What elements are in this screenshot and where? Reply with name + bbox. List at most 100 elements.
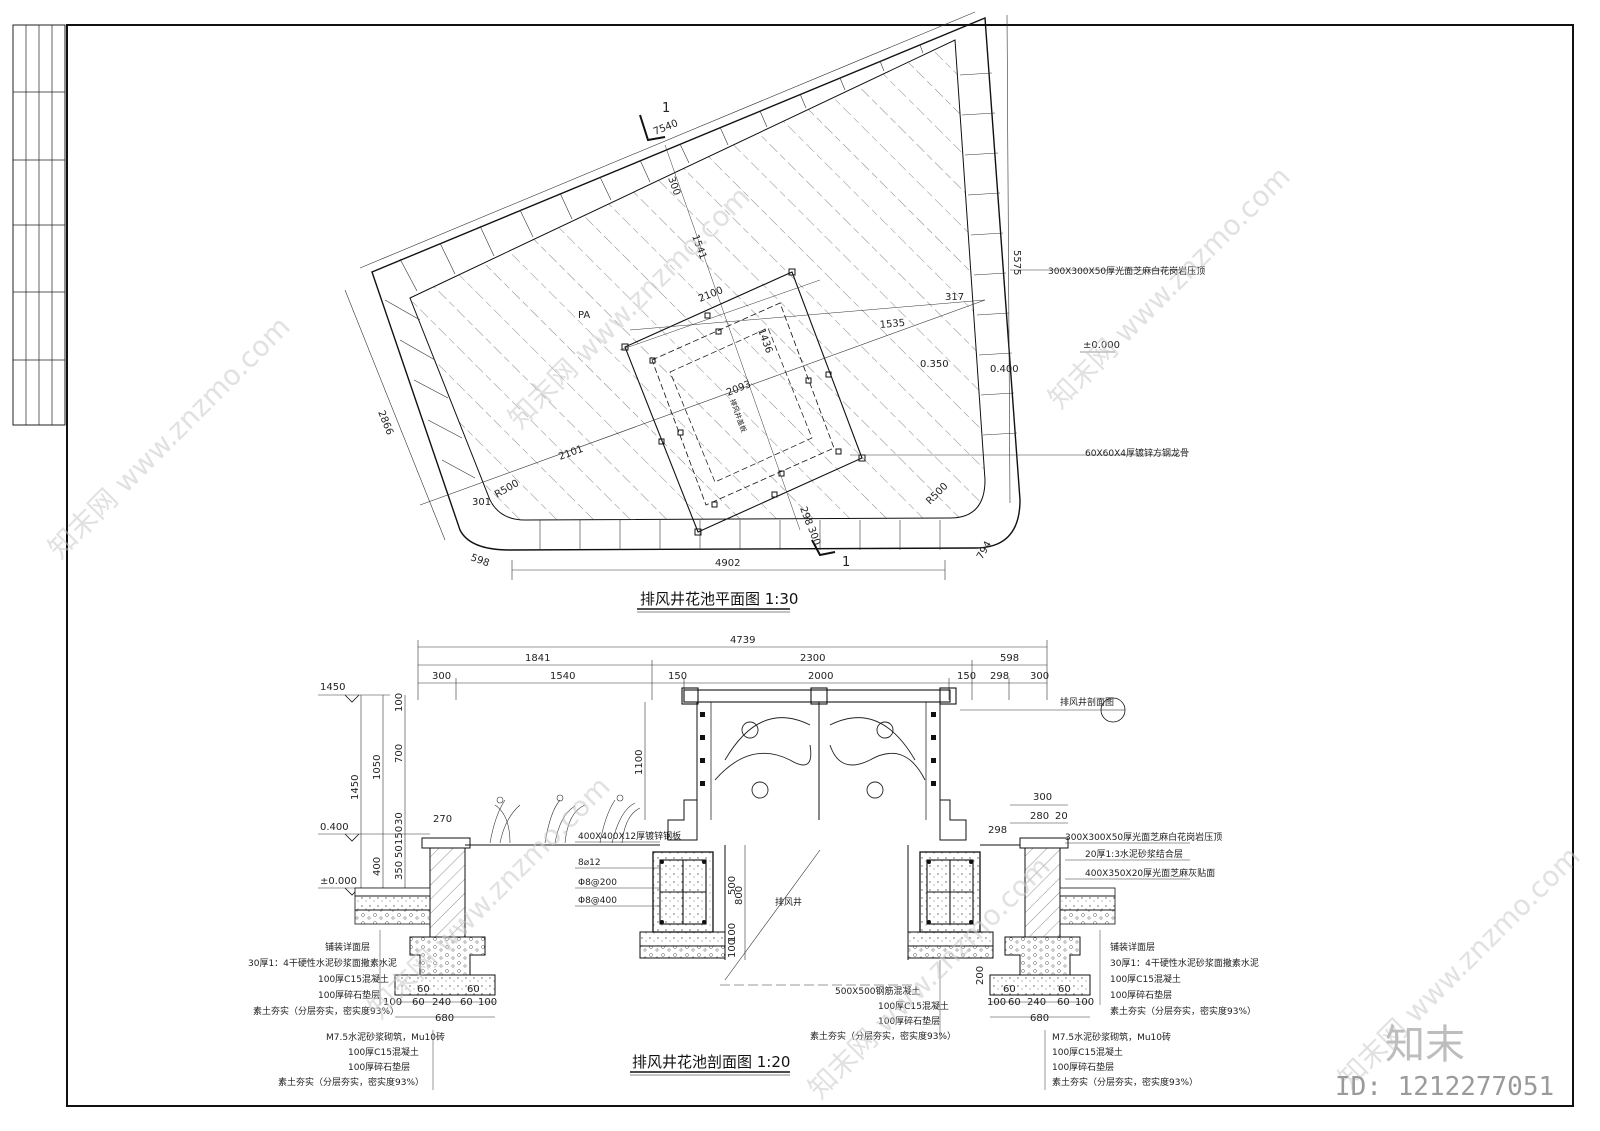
right-layer-notes: 铺装详面层 30厚1：4干硬性水泥砂浆面撒素水泥 100厚C15混凝土 100厚… <box>1099 930 1259 1017</box>
plan-level-0350: 0.350 <box>920 359 949 370</box>
sec-dim-300b: 300 <box>1030 671 1049 682</box>
brand-logo: 知末 <box>1385 1022 1465 1068</box>
sec-dim-v150: 150 <box>394 826 405 845</box>
watermark-text: 知末网 www.znzmo.com <box>1042 160 1297 415</box>
sec-dim-v1050: 1050 <box>372 755 383 780</box>
drawing-id: ID: 1212277051 <box>1335 1072 1554 1102</box>
right-layer-2: 100厚C15混凝土 <box>1110 973 1181 985</box>
sec-dim-298: 298 <box>990 671 1009 682</box>
left-layer-4: 素土夯实（分层夯实，密实度93%） <box>253 1005 399 1017</box>
plan-dim-301: 301 <box>472 497 491 508</box>
plan-note-steel: 60X60X4厚镀锌方钢龙骨 <box>1085 447 1189 459</box>
right-note-mortar: 20厚1:3水泥砂浆结合层 <box>1085 848 1183 860</box>
sec-dim-v500: 500 <box>727 876 738 895</box>
plan-dim-598: 598 <box>469 552 491 569</box>
lb-top-0: 60 <box>417 984 430 995</box>
center-layer-3: 素土夯实（分层夯实，密实度93%） <box>810 1030 956 1042</box>
lb-3: 60 <box>460 997 473 1008</box>
plan-dim-7540: 7540 <box>652 118 680 138</box>
center-layer-0: 500X500钢筋混凝土 <box>835 985 921 997</box>
lb-0: 100 <box>383 997 402 1008</box>
sec-dim-v800: 800 <box>734 886 745 905</box>
sec-dim-2300: 2300 <box>800 653 825 664</box>
left-layer-notes: 铺装详面层 30厚1：4干硬性水泥砂浆面撒素水泥 100厚C15混凝土 100厚… <box>248 930 399 1017</box>
sec-level-1450: 1450 <box>320 682 345 693</box>
rb-top-1: 60 <box>1058 984 1071 995</box>
sec-dim-v100: 100 <box>394 693 405 712</box>
sec-dim-v200: 200 <box>975 966 986 985</box>
left-wall-2: 100厚碎石垫层 <box>348 1061 410 1073</box>
sec-dim-h270: 270 <box>433 814 452 825</box>
sec-callout: 排风井剖面图 <box>1060 696 1114 708</box>
plan-note-coping: 300X300X50厚光面芝麻白花岗岩压顶 <box>1048 265 1205 277</box>
rebar-plate: 400X400X12厚镀锌钢板 <box>578 830 681 842</box>
left-layer-2: 100厚C15混凝土 <box>318 973 389 985</box>
right-note-veneer: 400X350X20厚光面芝麻灰贴面 <box>1085 867 1215 879</box>
title-block <box>12 24 66 426</box>
right-wall-0: M7.5水泥砂浆砌筑，Mu10砖 <box>1052 1031 1171 1043</box>
right-layer-3: 100厚碎石垫层 <box>1110 989 1172 1001</box>
left-layer-1: 30厚1：4干硬性水泥砂浆面撒素水泥 <box>248 957 397 969</box>
sec-level-0400: 0.400 <box>320 822 349 833</box>
right-bottom-dims: 60 60 100 60 240 60 100 680 <box>987 984 1094 1024</box>
watermark-text: 知末网 www.znzmo.com <box>42 310 297 565</box>
plan-dim-4902: 4902 <box>715 558 740 569</box>
sec-dim-v100b: 100 <box>727 923 738 942</box>
right-wall-3: 素土夯实（分层夯实，密实度93%） <box>1052 1076 1198 1088</box>
sec-dim-v100c: 100 <box>727 939 738 958</box>
rebar-stirrup-400: Φ8@400 <box>578 896 617 906</box>
left-wall-3: 素土夯实（分层夯实，密实度93%） <box>278 1076 424 1088</box>
left-wall-0: M7.5水泥砂浆砌筑，Mu10砖 <box>326 1031 445 1043</box>
sec-dim-150a: 150 <box>668 671 687 682</box>
center-layer-notes: 500X500钢筋混凝土 100厚C15混凝土 100厚碎石垫层 素土夯实（分层… <box>810 960 956 1042</box>
sec-dim-v30: 30 <box>394 812 405 825</box>
plan-label-pa: PA <box>578 310 590 321</box>
rb-3: 60 <box>1057 997 1070 1008</box>
sec-dim-h300r: 300 <box>1033 792 1052 803</box>
center-layer-1: 100厚C15混凝土 <box>878 1000 949 1012</box>
plan-view: 7540 1 1 300 1541 2100 317 1535 1436 209… <box>344 11 1205 613</box>
plan-title: 排风井花池平面图 1:30 <box>640 590 798 608</box>
decorative-grille <box>714 717 926 799</box>
lb-top-1: 60 <box>467 984 480 995</box>
right-note-coping: 300X300X50厚光面芝麻白花岗岩压顶 <box>1065 831 1222 843</box>
right-layer-0: 铺装详面层 <box>1110 941 1155 953</box>
section-title: 排风井花池剖面图 1:20 <box>632 1053 790 1071</box>
left-wall-1: 100厚C15混凝土 <box>348 1046 419 1058</box>
rebar-main: 8⌀12 <box>578 858 601 868</box>
right-layer-1: 30厚1：4干硬性水泥砂浆面撒素水泥 <box>1110 957 1259 969</box>
sec-level-0000: ±0.000 <box>320 876 357 887</box>
rb-total: 680 <box>1030 1013 1049 1024</box>
right-layer-4: 素土夯实（分层夯实，密实度93%） <box>1110 1005 1256 1017</box>
sec-dim-v50: 50 <box>394 845 405 858</box>
sec-dim-v1100: 1100 <box>634 750 645 775</box>
plan-dim-5575: 5575 <box>1011 250 1022 275</box>
plan-level-0400: 0.400 <box>990 364 1019 375</box>
left-layer-3: 100厚碎石垫层 <box>318 989 380 1001</box>
lb-2: 240 <box>432 997 451 1008</box>
drawing-frame <box>66 24 1574 1107</box>
rb-0: 100 <box>987 997 1006 1008</box>
section-view: 4739 1841 2300 598 300 1540 150 2000 150… <box>248 635 1259 1090</box>
rb-top-0: 60 <box>1003 984 1016 995</box>
left-layer-0: 铺装详面层 <box>325 941 370 953</box>
sec-dim-v1450: 1450 <box>350 775 361 800</box>
sec-dim-2000: 2000 <box>808 671 833 682</box>
plan-dim-300b: 300 <box>805 525 822 547</box>
plant-shrubs <box>489 794 641 844</box>
sec-dim-h280: 280 <box>1030 811 1049 822</box>
plan-dim-1535: 1535 <box>879 318 905 331</box>
lb-1: 60 <box>412 997 425 1008</box>
sec-dim-150b: 150 <box>957 671 976 682</box>
sec-dim-1540: 1540 <box>550 671 575 682</box>
sec-dim-300a: 300 <box>432 671 451 682</box>
rb-2: 240 <box>1027 997 1046 1008</box>
plan-level-000: ±0.000 <box>1083 340 1120 351</box>
sec-shaft-label: 排风井 <box>775 896 802 908</box>
left-wall-notes: M7.5水泥砂浆砌筑，Mu10砖 100厚C15混凝土 100厚碎石垫层 素土夯… <box>278 1030 445 1090</box>
rebar-stirrup-200: Φ8@200 <box>578 878 617 888</box>
sec-dim-598: 598 <box>1000 653 1019 664</box>
rb-4: 100 <box>1075 997 1094 1008</box>
lb-total: 680 <box>435 1013 454 1024</box>
plan-dim-794: 794 <box>975 539 994 561</box>
